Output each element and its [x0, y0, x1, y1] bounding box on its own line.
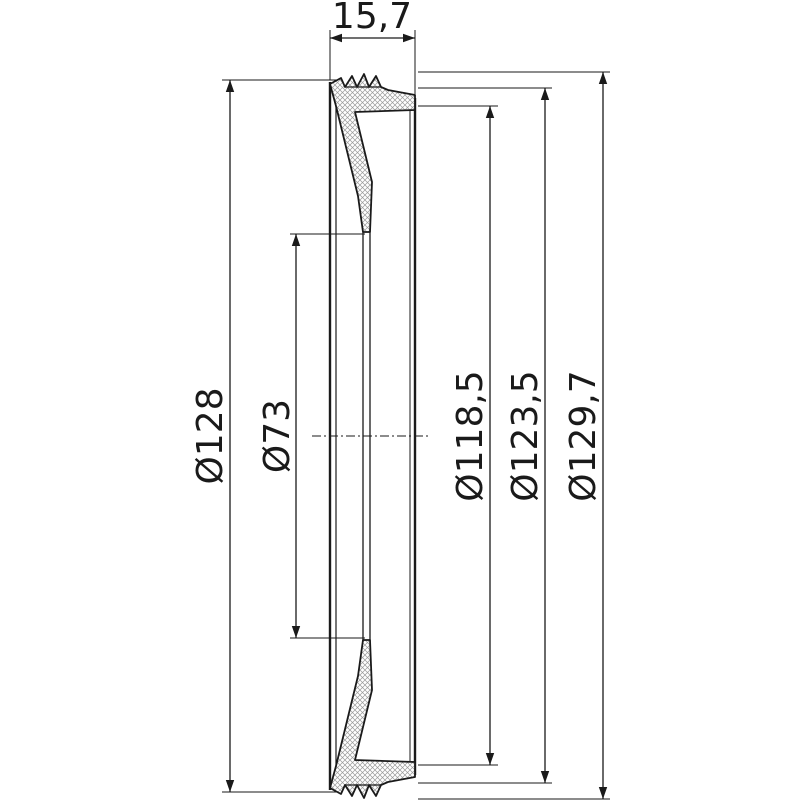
top-section	[329, 73, 416, 233]
dimension-lines	[225, 33, 608, 799]
dim-label-73: Ø73	[257, 399, 298, 473]
dim-label-118: Ø118,5	[450, 370, 491, 501]
dim-label-123: Ø123,5	[505, 370, 546, 501]
dim-label-129: Ø129,7	[563, 370, 604, 501]
dim-label-128: Ø128	[190, 387, 231, 484]
bottom-section	[329, 639, 416, 799]
dim-label-width: 15,7	[332, 0, 412, 37]
extension-lines	[222, 30, 610, 800]
